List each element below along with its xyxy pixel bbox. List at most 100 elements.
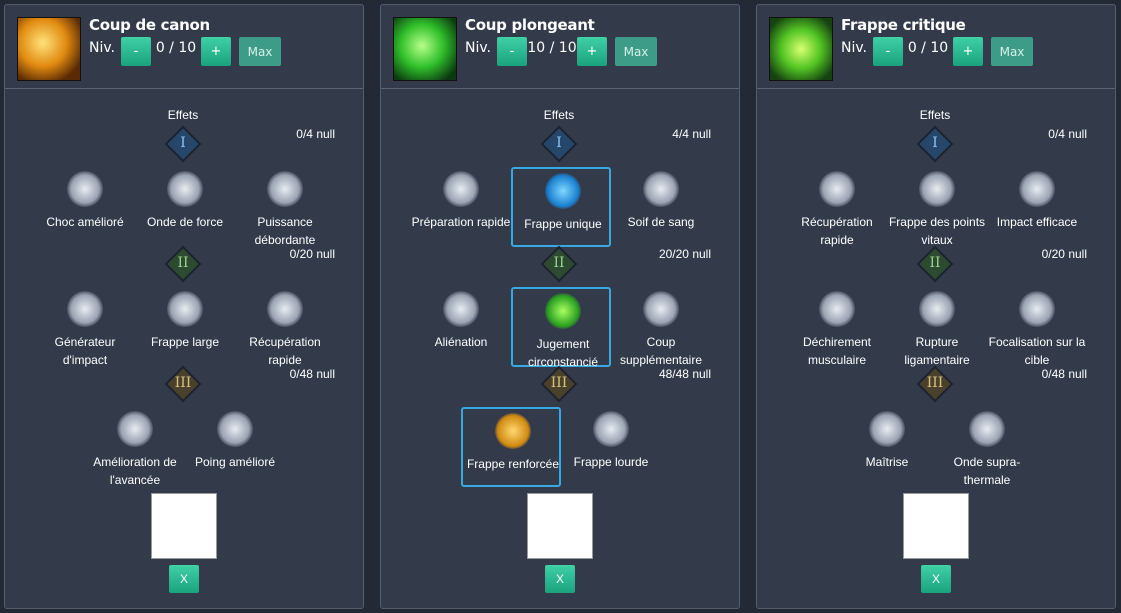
level-plus-button[interactable]: +	[577, 37, 607, 66]
skill-option[interactable]: Rupture ligamentaire	[887, 287, 987, 367]
skill-panel-2: Frappe critique Niv. - 0 / 10 + Max Effe…	[756, 4, 1116, 609]
skill-option-label: Frappe unique	[524, 217, 602, 231]
tier-numeral: II	[553, 255, 565, 271]
effects-heading: Effets	[919, 108, 951, 122]
skill-option-label: Rupture ligamentaire	[904, 335, 970, 367]
skill-option[interactable]: Frappe unique	[511, 167, 611, 247]
main-skill-icon	[769, 17, 833, 81]
skill-name: Frappe critique	[841, 16, 966, 34]
target-focus-icon	[1019, 291, 1055, 327]
skill-option[interactable]: Choc amélioré	[35, 167, 135, 247]
skill-option[interactable]: Onde de force	[135, 167, 235, 247]
hourglass-icon	[267, 291, 303, 327]
tier-points-count: 0/4 null	[296, 127, 335, 141]
skill-option[interactable]: Récupération rapide	[787, 167, 887, 247]
shock-swirl-icon	[67, 171, 103, 207]
skill-option-label: Préparation rapide	[411, 215, 511, 229]
skill-option-label: Poing amélioré	[194, 455, 276, 469]
reset-button[interactable]: X	[545, 565, 575, 593]
ligament-rupture-icon	[919, 291, 955, 327]
skill-option[interactable]: Soif de sang	[611, 167, 711, 247]
tier-points-count: 0/48 null	[289, 367, 335, 381]
empty-skill-slot[interactable]	[527, 493, 593, 559]
reset-button[interactable]: X	[921, 565, 951, 593]
skill-option[interactable]: Déchirement musculaire	[787, 287, 887, 367]
skill-option-label: Coup supplémentaire	[619, 335, 703, 367]
tier-points-count: 0/20 null	[289, 247, 335, 261]
skill-option[interactable]: Coup supplémentaire	[611, 287, 711, 367]
level-minus-button[interactable]: -	[121, 37, 151, 66]
main-skill-icon	[17, 17, 81, 81]
reset-button[interactable]: X	[169, 565, 199, 593]
heavy-strike-icon	[593, 411, 629, 447]
judgement-runner-icon	[545, 293, 581, 329]
tier-points-count: 48/48 null	[658, 367, 711, 381]
level-value: 10 / 10	[527, 40, 577, 56]
tier-points-count: 0/4 null	[1048, 127, 1087, 141]
main-skill-icon	[393, 17, 457, 81]
skill-option[interactable]: Jugement circonstancié	[511, 287, 611, 369]
level-plus-button[interactable]: +	[953, 37, 983, 66]
skill-option[interactable]: Impact efficace	[987, 167, 1087, 247]
efficient-impact-icon	[1019, 171, 1055, 207]
dash-runner-icon	[117, 411, 153, 447]
skill-option[interactable]: Amélioration de l'avancée	[85, 407, 185, 487]
skill-option-label: Frappe large	[150, 335, 220, 349]
skill-option-label: Frappe lourde	[573, 455, 649, 469]
skill-option[interactable]: Préparation rapide	[411, 167, 511, 247]
skill-option-label: Soif de sang	[627, 215, 695, 229]
level-plus-button[interactable]: +	[201, 37, 231, 66]
skill-option[interactable]: Poing amélioré	[185, 407, 285, 487]
skill-option[interactable]: Maîtrise	[837, 407, 937, 487]
empty-skill-slot[interactable]	[151, 493, 217, 559]
skill-option[interactable]: Frappe des points vitaux	[887, 167, 987, 247]
skill-option-label: Impact efficace	[996, 215, 1078, 229]
panel-header: Coup de canon Niv. - 0 / 10 + Max	[5, 5, 363, 89]
overflow-power-icon	[267, 171, 303, 207]
skill-option-label: Aliénation	[434, 335, 488, 349]
reinforced-strike-icon	[495, 413, 531, 449]
hourglass-icon	[819, 171, 855, 207]
claw-icon	[919, 171, 955, 207]
skill-option-label: Choc amélioré	[46, 215, 124, 229]
force-wave-icon	[167, 171, 203, 207]
panel-header: Coup plongeant Niv. - 10 / 10 + Max	[381, 5, 739, 89]
skill-option-label: Onde supra-thermale	[953, 455, 1021, 487]
level-value: 0 / 10	[907, 40, 949, 56]
level-label: Niv.	[89, 40, 116, 56]
tier-numeral: I	[180, 135, 186, 151]
tier-points-count: 4/4 null	[672, 127, 711, 141]
skill-option-label: Générateur d'impact	[54, 335, 116, 367]
skill-option[interactable]: Puissance débordante	[235, 167, 335, 247]
level-max-button[interactable]: Max	[991, 37, 1033, 66]
skill-name: Coup plongeant	[465, 16, 595, 34]
level-label: Niv.	[841, 40, 868, 56]
skill-option[interactable]: Onde supra-thermale	[937, 407, 1037, 487]
skill-option-label: Récupération rapide	[249, 335, 321, 367]
level-max-button[interactable]: Max	[239, 37, 281, 66]
skill-option[interactable]: Aliénation	[411, 287, 511, 367]
effects-heading: Effets	[167, 108, 199, 122]
level-label: Niv.	[465, 40, 492, 56]
fist-aura-icon	[217, 411, 253, 447]
bloodlust-icon	[643, 171, 679, 207]
extra-hit-icon	[643, 291, 679, 327]
panel-header: Frappe critique Niv. - 0 / 10 + Max	[757, 5, 1115, 89]
tier-points-count: 0/48 null	[1041, 367, 1087, 381]
skill-option[interactable]: Générateur d'impact	[35, 287, 135, 367]
tier-numeral: I	[556, 135, 562, 151]
skill-option[interactable]: Récupération rapide	[235, 287, 335, 367]
empty-skill-slot[interactable]	[903, 493, 969, 559]
skill-option[interactable]: Focalisation sur la cible	[987, 287, 1087, 367]
skill-option-label: Focalisation sur la cible	[988, 335, 1086, 367]
level-minus-button[interactable]: -	[873, 37, 903, 66]
skill-option[interactable]: Frappe lourde	[561, 407, 661, 487]
tier-points-count: 0/20 null	[1041, 247, 1087, 261]
skill-option-label: Frappe des points vitaux	[888, 215, 986, 247]
muscle-tear-icon	[819, 291, 855, 327]
tier-numeral: III	[926, 375, 944, 391]
level-minus-button[interactable]: -	[497, 37, 527, 66]
skill-option[interactable]: Frappe renforcée	[461, 407, 561, 487]
level-max-button[interactable]: Max	[615, 37, 657, 66]
skill-option[interactable]: Frappe large	[135, 287, 235, 367]
